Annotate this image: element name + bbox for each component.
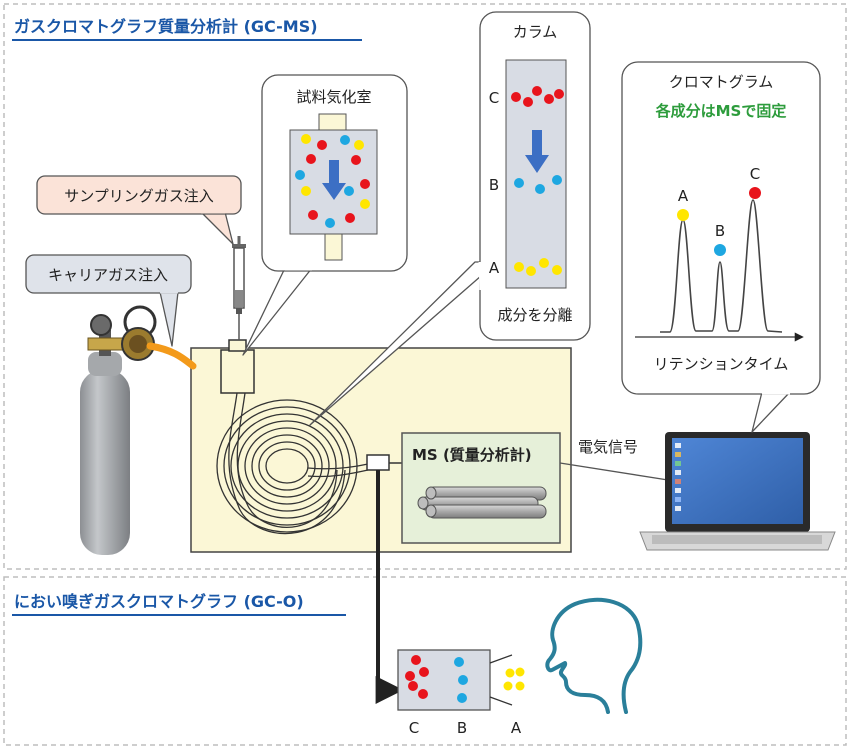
quadrupole-rods-icon <box>417 486 547 519</box>
signal-label: 電気信号 <box>578 438 638 456</box>
column-label-c: C <box>489 89 499 107</box>
retention-time-label: リテンションタイム <box>654 355 789 373</box>
gco-transfer-line <box>375 470 404 704</box>
peak-label-c: C <box>750 165 760 183</box>
carrier-gas-label: キャリアガス注入 <box>48 266 168 284</box>
vaporizer-molecules <box>295 134 370 228</box>
gcms-section-title: ガスクロマトグラフ質量分析計 (GC-MS) <box>14 17 318 36</box>
peak-dot-c <box>749 187 761 199</box>
column-molecules <box>511 86 564 276</box>
column-label-b: B <box>489 176 499 194</box>
column-caption: 成分を分離 <box>497 306 572 324</box>
injector-block <box>220 349 255 394</box>
laptop-icon <box>639 432 836 551</box>
sniff-port-yellow-molecules <box>503 667 525 691</box>
column-coil <box>216 392 369 535</box>
gco-label-a: A <box>511 719 522 737</box>
carrier-gas-callout <box>25 254 192 294</box>
peak-dot-a <box>677 209 689 221</box>
injector-port <box>228 339 247 352</box>
column-label-a: A <box>489 259 500 277</box>
peak-label-b: B <box>715 222 725 240</box>
vaporizer-cap <box>318 113 347 131</box>
vaporizer-label: 試料気化室 <box>296 88 371 106</box>
chromatogram-note: 各成分はMSで固定 <box>655 102 787 120</box>
peak-dot-b <box>714 244 726 256</box>
ms-connector <box>366 454 390 471</box>
chromatogram-callout <box>621 61 821 395</box>
peak-label-a: A <box>678 187 689 205</box>
syringe-icon <box>232 236 246 340</box>
vaporizer-arrow-icon <box>322 160 346 200</box>
sampling-gas-callout <box>36 175 242 215</box>
signal-line <box>559 462 669 481</box>
carrier-gas-line <box>146 342 197 370</box>
sniff-port-molecules <box>405 655 468 703</box>
gas-cylinder <box>80 305 157 555</box>
gco-frame <box>3 576 847 746</box>
column-arrow-icon <box>525 130 549 173</box>
chromatogram-title: クロマトグラム <box>669 73 774 91</box>
gco-label-c: C <box>409 719 419 737</box>
human-head-icon <box>545 597 643 714</box>
ms-label: MS (質量分析計) <box>412 446 532 464</box>
gcms-frame <box>3 3 847 570</box>
gco-section-title: におい嗅ぎガスクロマトグラフ (GC-O) <box>14 592 304 611</box>
sampling-gas-label: サンプリングガス注入 <box>64 187 214 205</box>
column-label: カラム <box>513 23 558 41</box>
vaporizer-outlet <box>324 233 343 261</box>
gco-label-b: B <box>457 719 467 737</box>
